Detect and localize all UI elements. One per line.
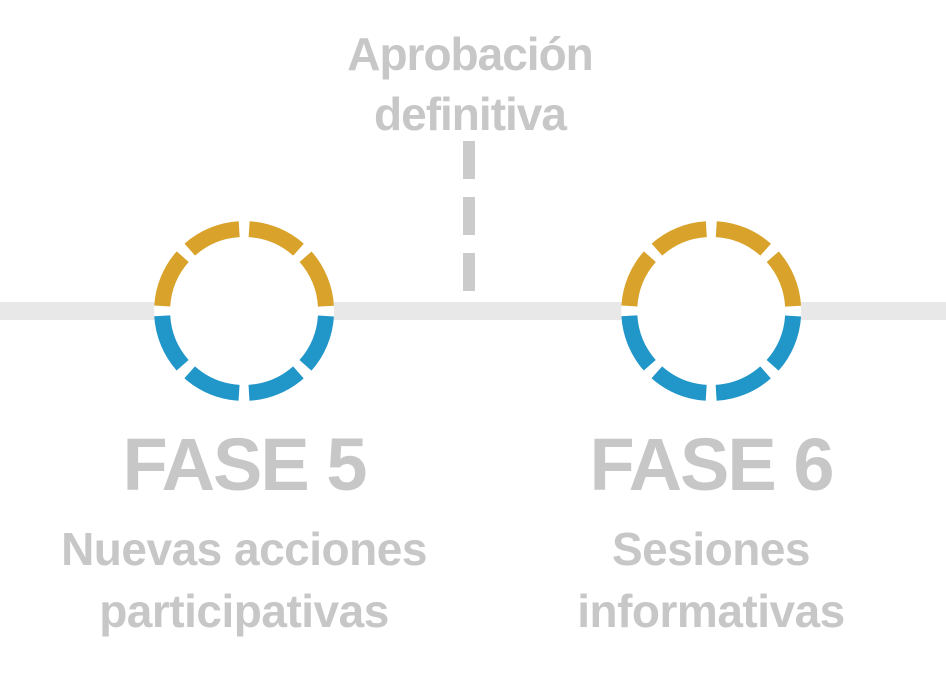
phase-title: FASE 5 bbox=[122, 423, 367, 506]
phase-6-block: FASE 6 Sesiones informativas bbox=[577, 216, 845, 642]
phase-5-block: FASE 5 Nuevas acciones participativas bbox=[61, 216, 427, 642]
phase-circle-icon bbox=[153, 221, 334, 401]
phase-description-line2: informativas bbox=[577, 585, 845, 637]
phase-description-line1: Sesiones bbox=[612, 523, 810, 575]
phase-description: Nuevas acciones participativas bbox=[61, 518, 427, 642]
milestone-dashed-connector bbox=[463, 141, 475, 291]
phase-description: Sesiones informativas bbox=[577, 518, 845, 642]
phase-description-line2: participativas bbox=[99, 585, 389, 637]
milestone-label-line1: Aprobación bbox=[347, 28, 594, 80]
phase-title: FASE 6 bbox=[589, 423, 835, 506]
milestone-label-line2: definitiva bbox=[374, 88, 567, 140]
phase-description-line1: Nuevas acciones bbox=[61, 523, 427, 575]
phase-circle-icon bbox=[621, 221, 801, 401]
milestone-label: Aprobación definitiva bbox=[347, 24, 594, 144]
